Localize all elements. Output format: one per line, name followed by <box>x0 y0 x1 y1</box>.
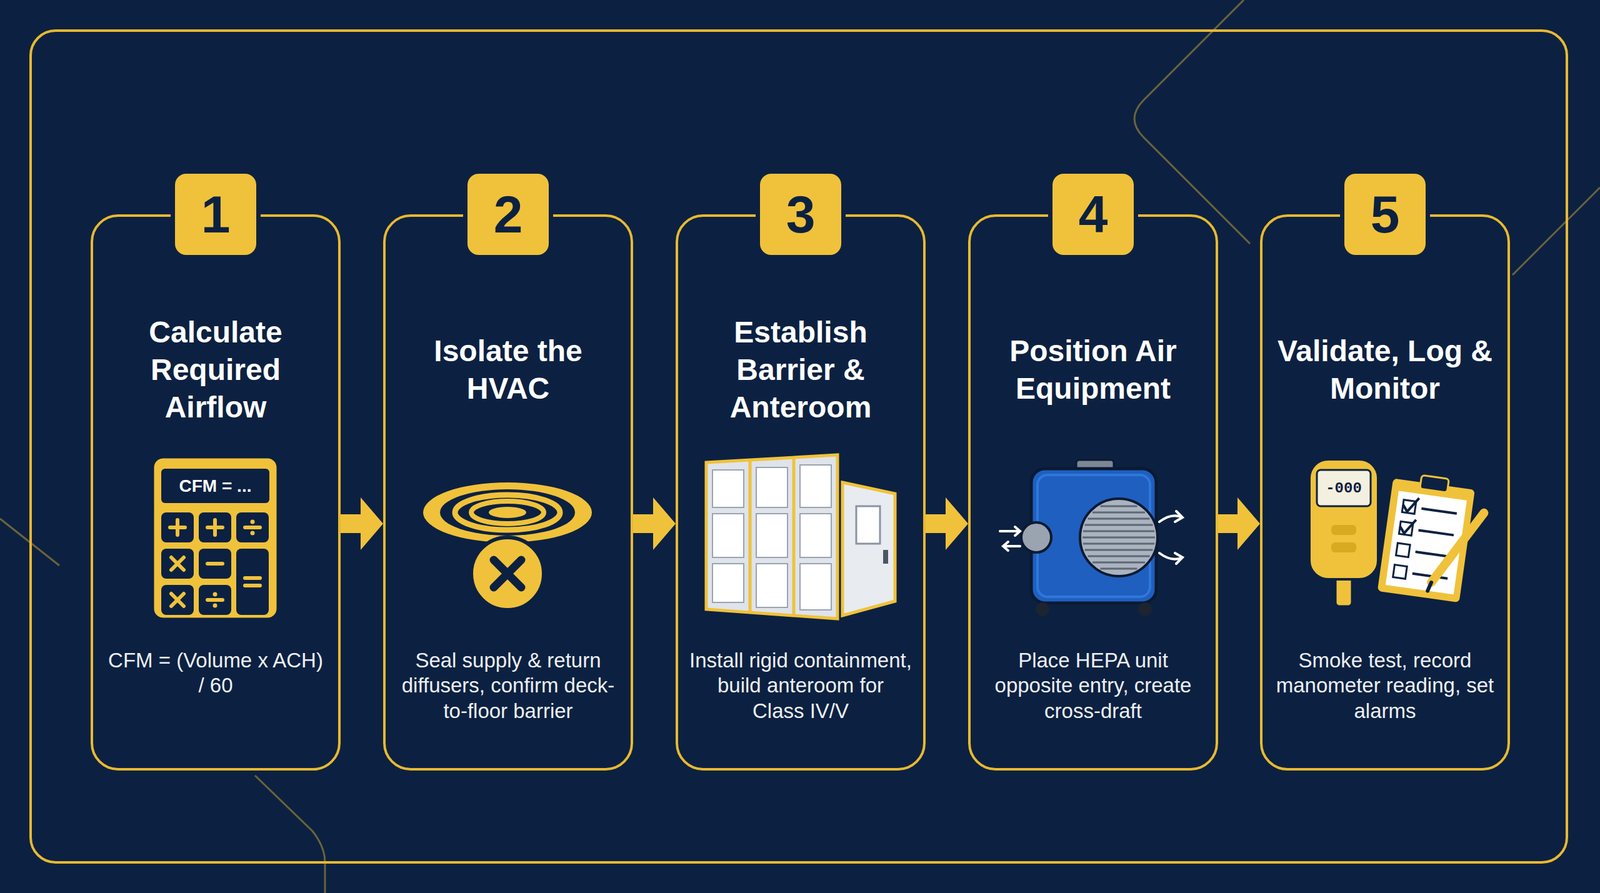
clipboard-icon <box>1376 471 1489 605</box>
step-number-badge: 1 <box>175 173 257 255</box>
step-number: 1 <box>201 188 231 241</box>
step-description: Smoke test, record manometer reading, se… <box>1273 648 1497 724</box>
step-description: Place HEPA unit opposite entry, create c… <box>981 648 1205 724</box>
heading-area: Position Air Equipment <box>979 291 1207 449</box>
meter-display: -000 <box>1316 470 1371 507</box>
step-card: Validate, Log & MonitorSmoke test, recor… <box>1260 214 1510 771</box>
step-heading: Isolate the HVAC <box>394 332 622 408</box>
flow-arrow <box>1218 497 1260 550</box>
step-description: Install rigid containment, build anteroo… <box>689 648 912 724</box>
step-number: 5 <box>1370 188 1400 241</box>
flow-arrow <box>633 497 676 550</box>
manometer-icon <box>1309 459 1379 607</box>
heading-area: Isolate the HVAC <box>394 291 622 449</box>
outer-frame <box>30 30 1567 863</box>
step-heading: Calculate Required Airflow <box>101 313 330 427</box>
step-card: Position Air EquipmentPlace HEPA unit op… <box>968 214 1219 771</box>
step-number: 2 <box>493 188 524 241</box>
hepa-unit-icon <box>1000 460 1183 617</box>
step-heading: Position Air Equipment <box>979 332 1207 408</box>
heading-area: Validate, Log & Monitor <box>1271 291 1499 449</box>
diffuser-icon <box>423 482 592 610</box>
step-heading: Validate, Log & Monitor <box>1271 332 1499 408</box>
flow-arrow <box>340 497 384 550</box>
step-card: Isolate the HVAC Seal supply & return dif… <box>383 214 634 771</box>
step-number-badge: 5 <box>1344 173 1426 255</box>
step-number-badge: 4 <box>1052 173 1134 255</box>
calculator-icon <box>153 457 278 619</box>
step-number: 4 <box>1078 188 1109 241</box>
step-card: Establish Barrier & AnteroomInstall rigi… <box>675 214 926 771</box>
flow-arrow <box>925 497 969 550</box>
calculator-display: CFM = ... <box>161 468 270 504</box>
step-number-badge: 2 <box>467 173 549 255</box>
step-description: CFM = (Volume x ACH) / 60 <box>104 648 327 699</box>
step-heading: Establish Barrier & Anteroom <box>686 313 915 427</box>
step-description: Seal supply & return diffusers, confirm … <box>396 648 620 724</box>
containment-icon <box>706 455 895 619</box>
heading-area: Calculate Required Airflow <box>101 291 330 449</box>
step-number-badge: 3 <box>760 173 842 255</box>
heading-area: Establish Barrier & Anteroom <box>686 291 915 449</box>
step-number: 3 <box>786 188 816 241</box>
